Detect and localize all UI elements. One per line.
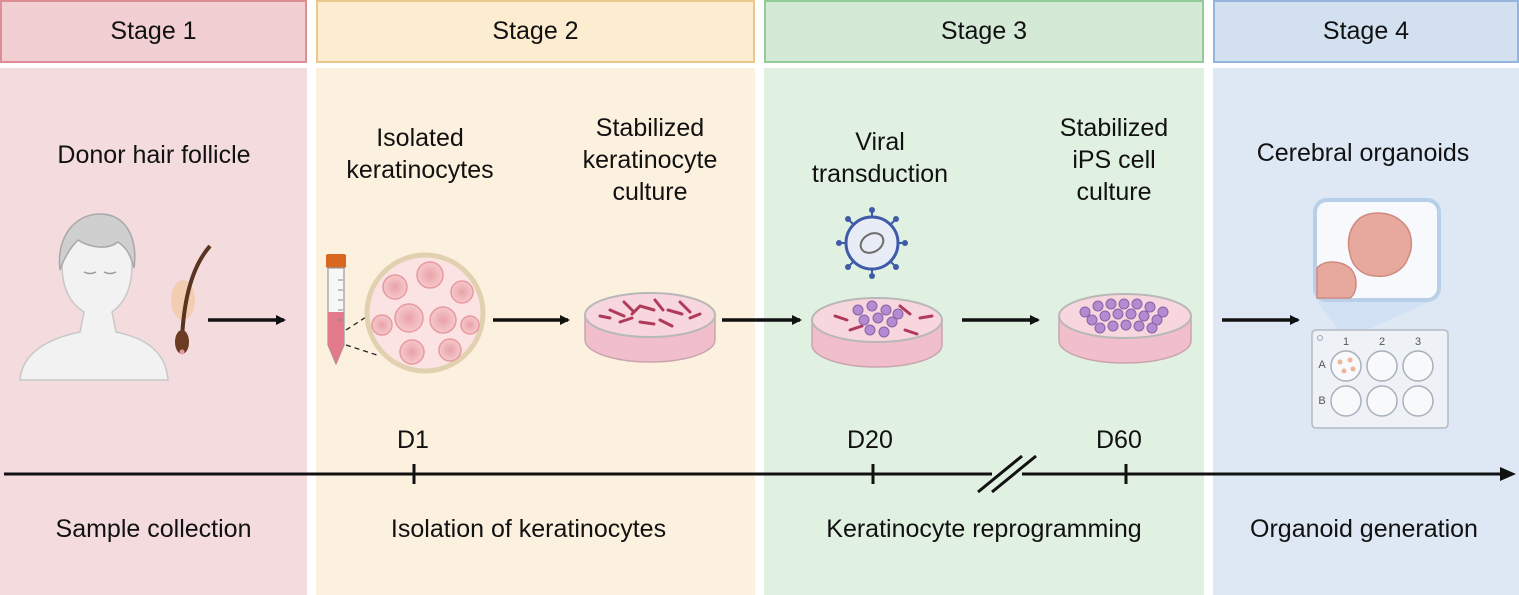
donor-hair-follicle-caption: Donor hair follicle [40, 139, 268, 171]
well-plate-icon: 1 2 3 A B [1311, 298, 1449, 429]
caption-line: Stabilized [1059, 114, 1169, 142]
caption-line: Isolated [376, 124, 464, 152]
caption-line: Viral [855, 128, 905, 156]
donor-hair-follicle-text: Donor hair follicle [57, 141, 251, 169]
stage-2-title: Stage 2 [492, 17, 579, 45]
stage-3-header: Stage 3 [764, 0, 1204, 63]
cerebral-organoids-caption: Cerebral organoids [1225, 137, 1501, 169]
keratinocyte-culture-dish-icon [584, 292, 716, 363]
cerebral-organoids-text: Cerebral organoids [1256, 139, 1470, 167]
stage-4-label: Organoid generation [1250, 515, 1478, 543]
hair-follicle-icon [171, 244, 212, 355]
plate-col-label: 2 [1379, 336, 1385, 348]
stage-1-label: Sample collection [55, 515, 252, 543]
stage-1-panel [0, 68, 307, 595]
caption-line: culture [612, 178, 688, 206]
stage-1-title: Stage 1 [110, 17, 197, 45]
plate-row-label: A [1318, 359, 1326, 371]
plate-col-label: 1 [1343, 336, 1349, 348]
stage-2-label: Isolation of keratinocytes [390, 515, 667, 543]
keratinocyte-magnified-icon [364, 252, 486, 374]
tick-label-d20: D20 [847, 426, 893, 454]
stage-3-label: Keratinocyte reprogramming [826, 515, 1142, 543]
ips-culture-dish-icon [1058, 293, 1192, 364]
stage-4-header: Stage 4 [1213, 0, 1519, 63]
caption-line: iPS cell [1072, 146, 1156, 174]
plate-col-label: 3 [1415, 336, 1421, 348]
caption-line: Stabilized [595, 114, 705, 142]
stage-4-title: Stage 4 [1322, 17, 1410, 45]
falcon-tube-icon [326, 254, 381, 366]
timeline-break-mark [991, 454, 1037, 494]
donor-person-icon [19, 213, 169, 381]
plate-row-label: B [1318, 395, 1325, 407]
caption-line: transduction [811, 160, 949, 188]
timeline-break-mark [977, 454, 1023, 494]
caption-line: keratinocytes [346, 156, 494, 184]
stabilized-keratinocyte-culture-caption: Stabilized keratinocyte culture [560, 112, 740, 208]
timeline-axis [4, 454, 1516, 494]
transduced-culture-dish-icon [811, 297, 943, 368]
tick-label-d60: D60 [1096, 426, 1142, 454]
stage-3-title: Stage 3 [940, 17, 1028, 45]
stage-2-header: Stage 2 [316, 0, 755, 63]
virus-icon [836, 207, 908, 279]
tick-label-d1: D1 [397, 426, 429, 454]
caption-line: culture [1076, 178, 1152, 206]
viral-transduction-caption: Viral transduction [790, 126, 970, 190]
stabilized-ips-culture-caption: Stabilized iPS cell culture [1024, 112, 1204, 208]
caption-line: keratinocyte [582, 146, 718, 174]
isolated-keratinocytes-caption: Isolated keratinocytes [330, 122, 510, 186]
cerebral-organoid-icon [1313, 198, 1441, 302]
stage-1-header: Stage 1 [0, 0, 307, 63]
